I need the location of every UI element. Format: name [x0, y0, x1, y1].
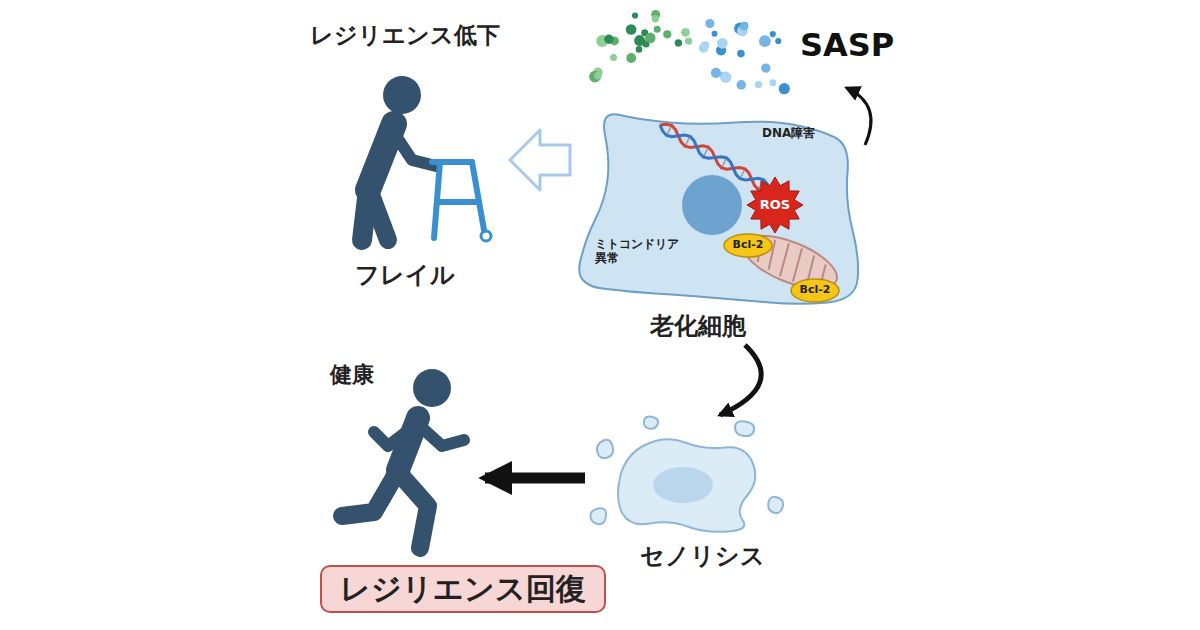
recovery-box: レジリエンス回復: [320, 565, 606, 613]
node-label: レジリエンス低下: [310, 22, 500, 48]
sasp-dot: [737, 80, 747, 90]
node-label: フレイル: [355, 262, 455, 290]
sasp-dot: [652, 15, 659, 22]
node-label: セノリシス: [640, 543, 765, 571]
node-label: レジリエンス回復: [340, 572, 586, 607]
sasp-dot: [636, 46, 643, 53]
sasp-dot: [720, 72, 731, 83]
senescent-cell: DNA障害ミトコンドリア 異常老化細胞ROSBcl-2Bcl-2: [570, 105, 865, 345]
sasp-dot: [626, 24, 637, 35]
node-label: Bcl-2: [733, 239, 764, 252]
sasp-dot: [604, 35, 613, 44]
sasp-dot: [699, 43, 709, 53]
sasp-dot: [711, 68, 721, 78]
sasp-dot: [675, 39, 682, 46]
sasp-dot: [634, 35, 645, 46]
sasp-dot: [717, 38, 728, 49]
flow-arrow: [485, 473, 585, 484]
sasp-dot: [779, 83, 790, 94]
frail-group: レジリエンス低下フレイル: [305, 22, 510, 300]
sasp-dot: [759, 35, 771, 47]
senescent-cell-outline: [570, 105, 865, 345]
sasp-dot: [755, 81, 762, 88]
sasp-dot: [663, 30, 671, 38]
sasp-dot: [681, 28, 690, 37]
node-label: ROS: [760, 198, 790, 213]
node-label: ミトコンドリア 異常: [595, 238, 687, 266]
sasp-dot: [740, 23, 748, 31]
sasp-dot: [654, 26, 661, 33]
sasp-dot: [769, 79, 776, 86]
sasp-dot: [594, 72, 601, 79]
node-label: 健康: [330, 362, 374, 387]
sasp-dot: [589, 71, 601, 83]
flow-arrow: [847, 88, 871, 145]
node-label: DNA障害: [762, 127, 815, 141]
sasp-dot: [685, 37, 692, 44]
node-label: 老化細胞: [650, 313, 746, 341]
sasp-cloud: SASP: [585, 5, 895, 85]
sasp-dot: [737, 50, 745, 58]
flow-arrow: [720, 345, 761, 415]
sasp-dots: [589, 10, 790, 94]
node-label: SASP: [800, 27, 894, 64]
bcl2-oval: Bcl-2: [790, 278, 840, 303]
ros-burst: ROS: [747, 178, 803, 232]
walker: [432, 162, 491, 241]
senolysis-fragments: セノリシス: [585, 415, 795, 575]
flow-arrow: [510, 130, 570, 190]
sasp-dot: [632, 12, 638, 18]
sasp-dot: [712, 31, 718, 37]
node-label: Bcl-2: [800, 284, 831, 297]
healthy-group: 健康: [325, 360, 485, 560]
sasp-dot: [645, 33, 656, 44]
sasp-dot: [705, 19, 714, 28]
sasp-dot: [761, 63, 770, 72]
sasp-dot: [770, 31, 776, 37]
sasp-dot: [626, 53, 636, 63]
runner-figure: [342, 369, 464, 548]
sasp-dot: [775, 38, 781, 44]
sasp-dot: [610, 54, 617, 61]
frail-figure: [362, 76, 436, 240]
bcl2-oval: Bcl-2: [723, 233, 773, 258]
